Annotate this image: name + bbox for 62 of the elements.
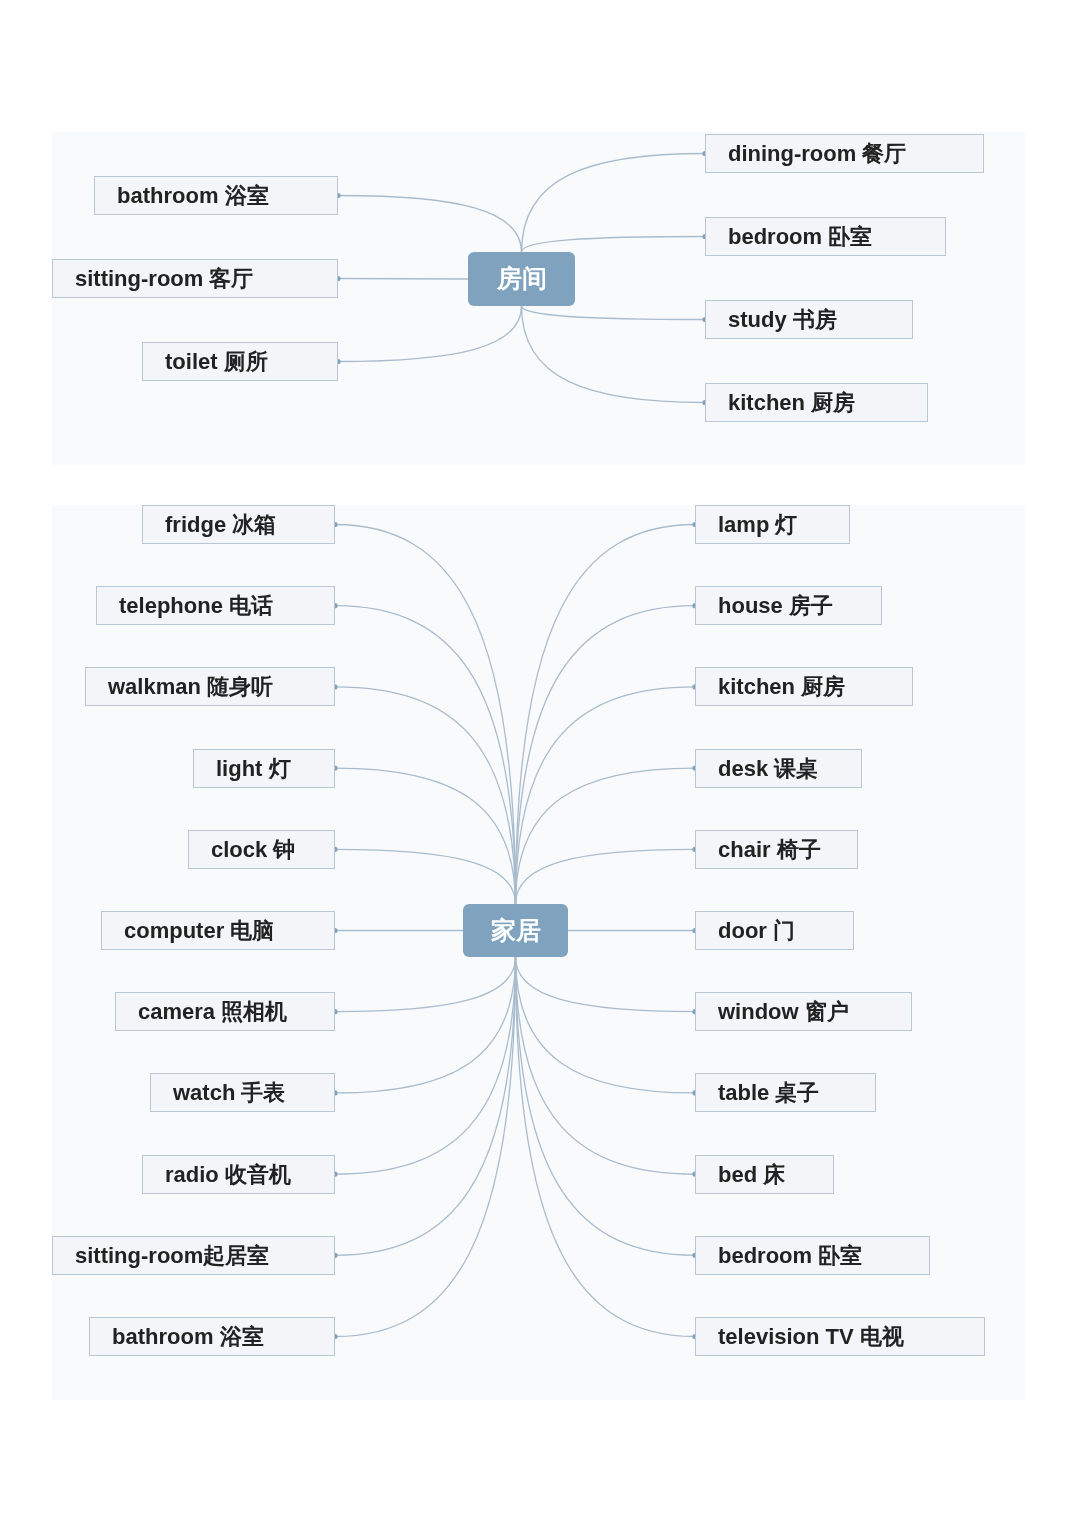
vocabulary-box xyxy=(695,1154,834,1194)
topic-label: 房间 xyxy=(496,263,547,295)
word-label: sitting-room 客厅 xyxy=(75,265,254,293)
word-label: lamp 灯 xyxy=(718,511,798,539)
vocabulary-box xyxy=(142,505,335,544)
vocabulary-box xyxy=(142,1154,335,1194)
word-label: walkman 随身听 xyxy=(108,673,274,702)
topic-box xyxy=(463,904,568,957)
word-label: dining-room 餐厅 xyxy=(728,140,907,168)
vocabulary-box xyxy=(85,667,335,707)
word-label: computer 电脑 xyxy=(124,917,275,945)
word-label: chair 椅子 xyxy=(718,835,821,864)
vocabulary-box xyxy=(695,1073,876,1113)
vocabulary-box xyxy=(52,1235,335,1275)
vocabulary-box xyxy=(705,217,946,256)
vocabulary-box xyxy=(695,667,913,707)
vocabulary-box xyxy=(94,176,338,215)
vocabulary-box xyxy=(695,505,850,544)
word-label: bathroom 浴室 xyxy=(117,182,269,210)
word-label: watch 手表 xyxy=(173,1079,286,1108)
word-label: camera 照相机 xyxy=(138,998,288,1027)
vocabulary-box xyxy=(89,1317,335,1356)
vocabulary-box xyxy=(705,134,984,173)
word-label: table 桌子 xyxy=(718,1079,820,1108)
vocabulary-box xyxy=(193,748,335,788)
word-label: bedroom 卧室 xyxy=(718,1241,863,1270)
word-label: kitchen 厨房 xyxy=(728,389,856,417)
word-label: kitchen 厨房 xyxy=(718,673,846,702)
vocabulary-box xyxy=(142,342,338,381)
topic-label: 家居 xyxy=(490,914,541,946)
word-label: study 书房 xyxy=(728,306,837,334)
word-label: desk 课桌 xyxy=(718,754,819,783)
word-label: fridge 冰箱 xyxy=(165,511,277,539)
vocabulary-box xyxy=(695,911,854,950)
vocabulary-box xyxy=(695,829,858,869)
vocabulary-box xyxy=(695,1317,985,1356)
vocabulary-box xyxy=(695,1235,930,1275)
vocabulary-box xyxy=(705,300,913,339)
vocabulary-box xyxy=(96,586,335,626)
vocabulary-box xyxy=(115,992,335,1032)
vocabulary-box xyxy=(188,829,335,869)
word-label: clock 钟 xyxy=(211,835,296,864)
word-label: house 房子 xyxy=(718,592,833,621)
word-label: bedroom 卧室 xyxy=(728,223,873,251)
word-label: light 灯 xyxy=(216,754,291,783)
vocabulary-box xyxy=(695,992,912,1032)
word-label: sitting-room起居室 xyxy=(75,1241,270,1270)
word-label: telephone 电话 xyxy=(119,592,273,621)
word-label: window 窗户 xyxy=(718,998,849,1027)
vocabulary-box xyxy=(705,383,928,422)
word-label: radio 收音机 xyxy=(165,1160,291,1189)
vocabulary-box xyxy=(150,1073,335,1113)
vocabulary-box xyxy=(695,586,882,626)
vocabulary-box xyxy=(695,748,862,788)
vocabulary-box xyxy=(101,911,335,950)
word-label: bathroom 浴室 xyxy=(112,1323,264,1351)
word-label: television TV 电视 xyxy=(718,1323,904,1351)
topic-box xyxy=(468,252,575,306)
vocabulary-box xyxy=(52,259,338,298)
word-label: bed 床 xyxy=(718,1160,786,1189)
word-label: door 门 xyxy=(718,917,795,945)
word-label: toilet 厕所 xyxy=(165,348,268,376)
